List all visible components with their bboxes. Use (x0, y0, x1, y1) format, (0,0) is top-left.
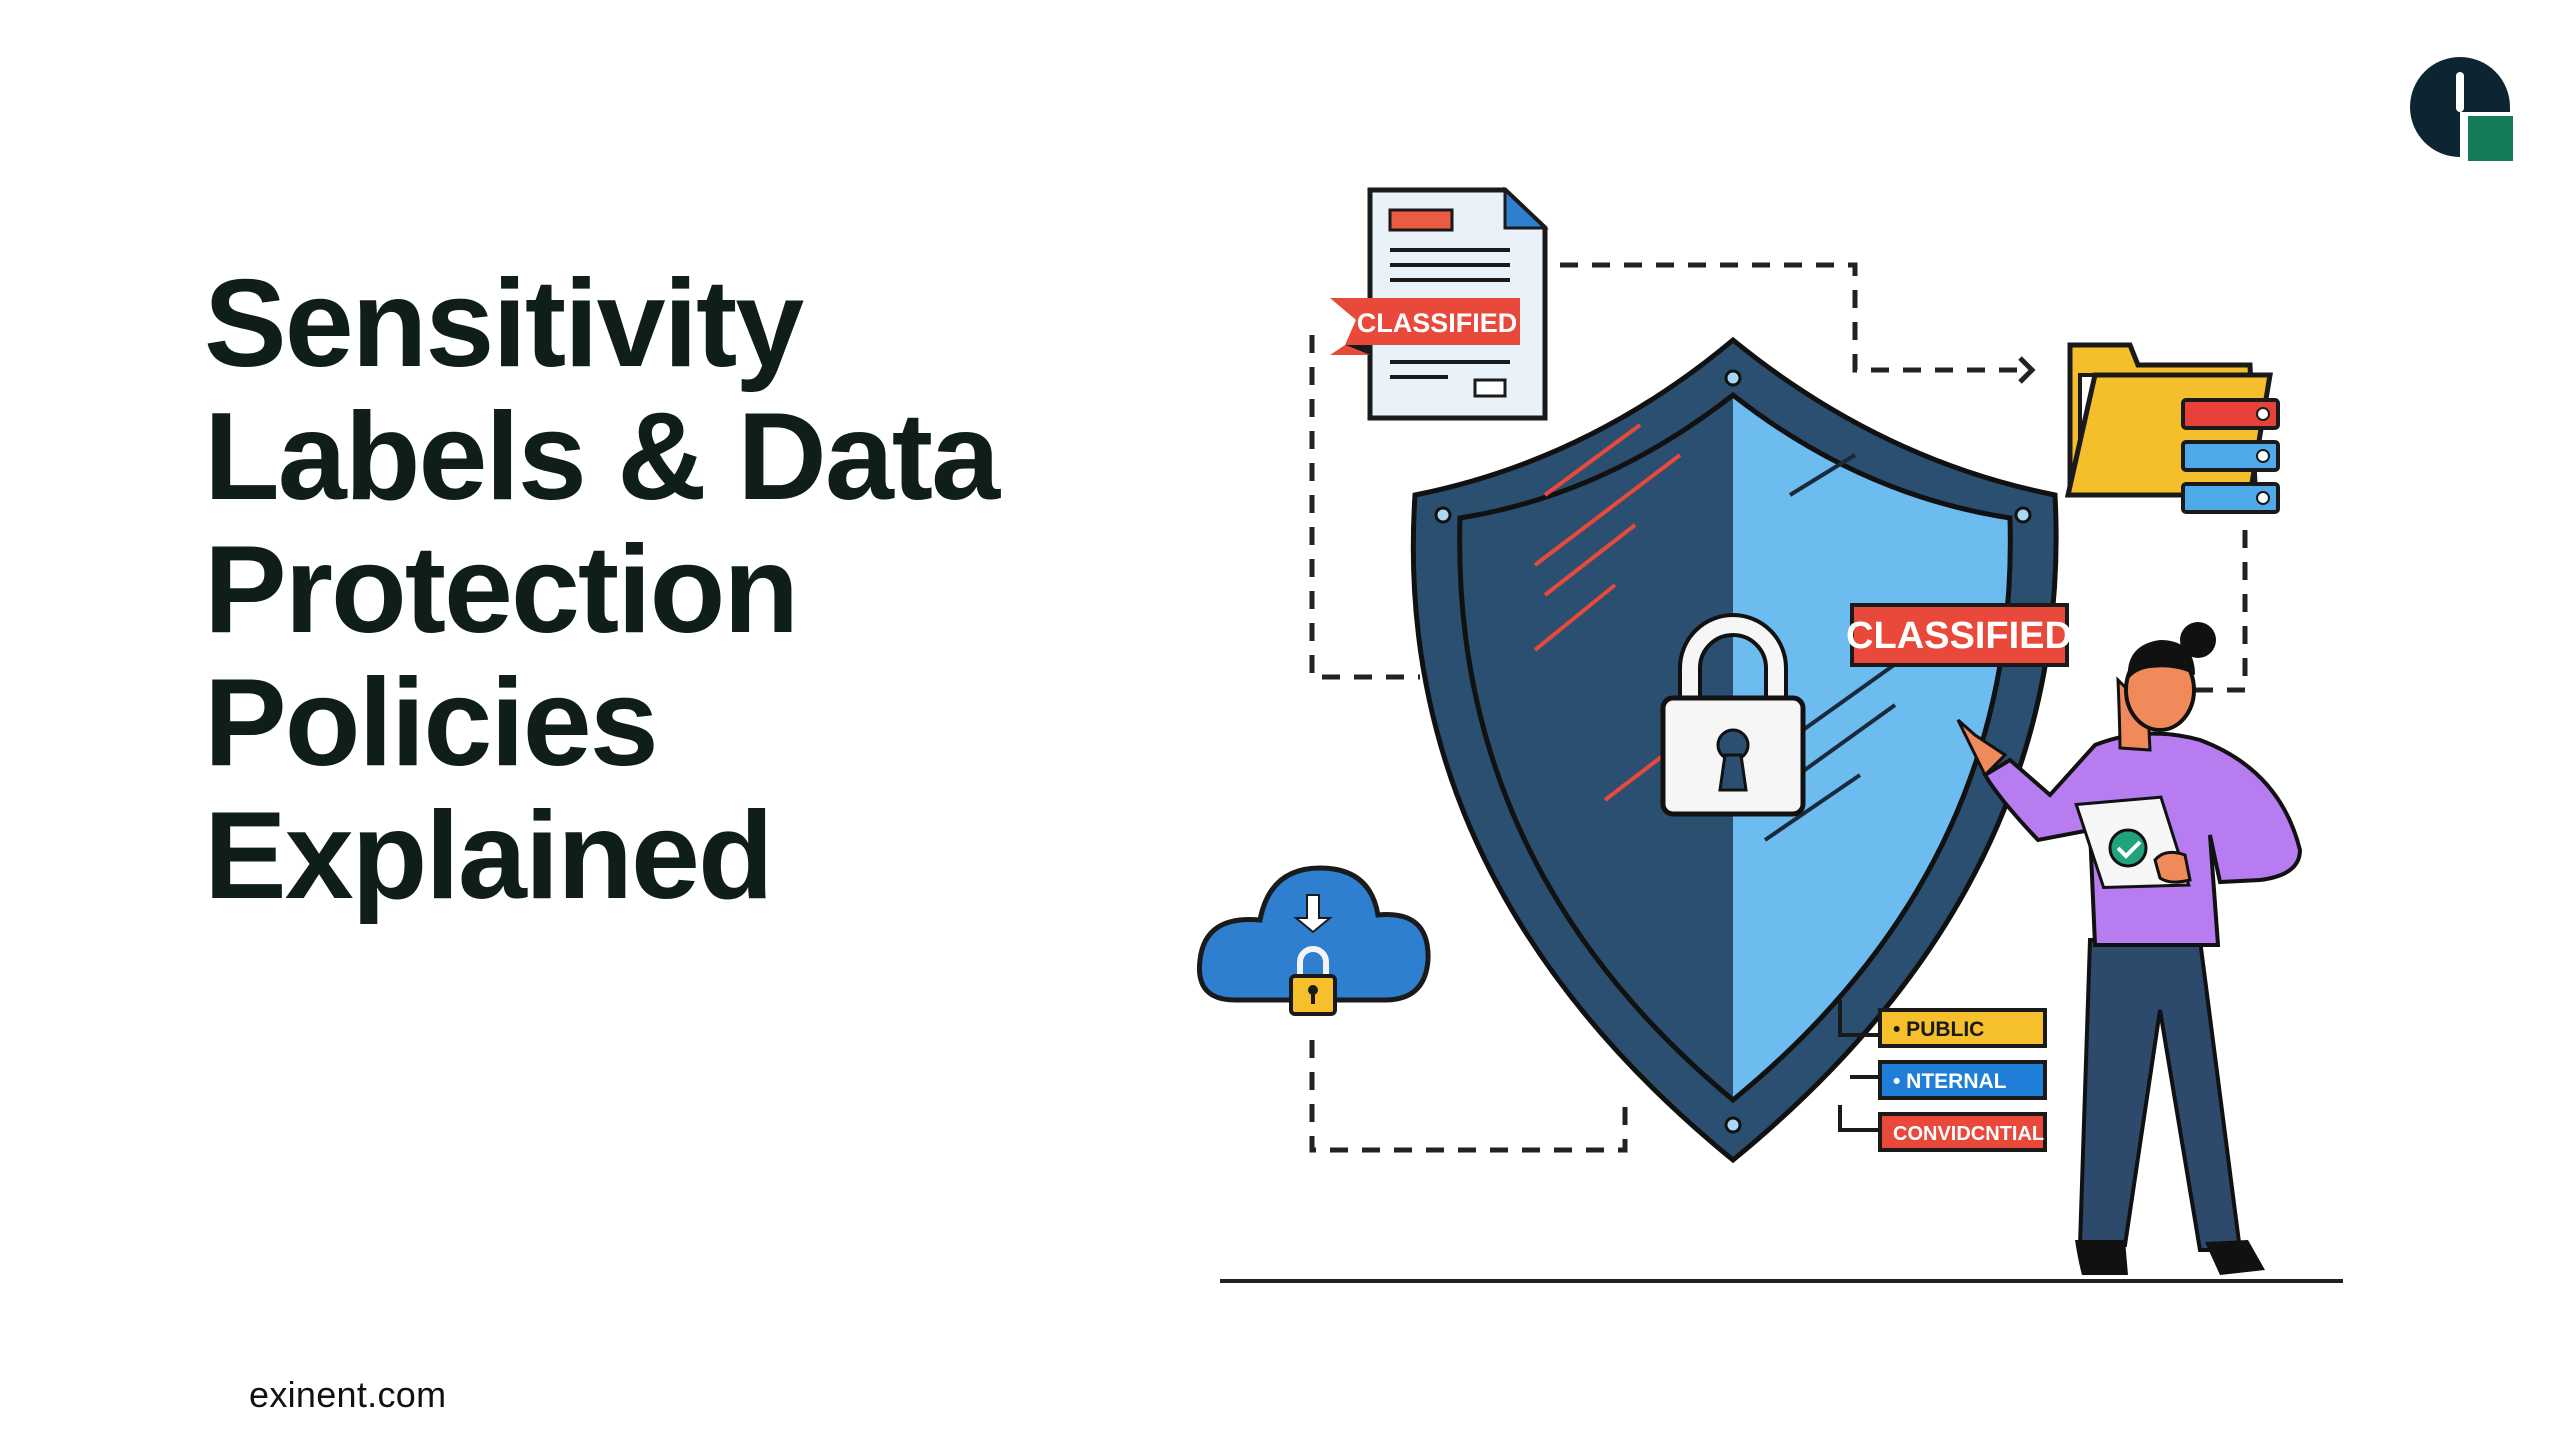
tag-internal (1878, 1060, 2047, 1100)
classified-sign: CLASSIFIED (1846, 603, 2072, 667)
person-figure (1956, 622, 2303, 1275)
document-classified-badge: CLASSIFIED (1357, 308, 1518, 338)
svg-text:• NTERNAL: • NTERNAL (1893, 1070, 2007, 1093)
title-line-5: Explained (204, 787, 774, 925)
classification-tags: • PUBLIC • NTERNAL CONVIDCNTIAL (1838, 1000, 2047, 1152)
title-line-4: Policies (204, 654, 659, 792)
svg-text:CLASSIFIED: CLASSIFIED (1846, 615, 2072, 657)
tag-confidential (1878, 1112, 2047, 1152)
folder-icon (2064, 342, 2280, 514)
cloud-lock-icon (1196, 865, 1431, 1016)
title-line-2: Labels & Data (204, 388, 1000, 526)
document-icon: CLASSIFIED (1330, 186, 1549, 421)
svg-text:CONVIDCNTIAL: CONVIDCNTIAL (1893, 1123, 2044, 1145)
title-line-3: Protection (204, 521, 799, 659)
tag-public (1878, 1008, 2047, 1048)
title-line-1: Sensitivity (204, 255, 804, 393)
svg-text:• PUBLIC: • PUBLIC (1893, 1018, 1984, 1041)
checkmark-icon (2108, 828, 2148, 868)
padlock-icon (1660, 613, 1806, 817)
exinent-logo (2410, 57, 2513, 161)
page-title: Sensitivity Labels & Data Protection Pol… (204, 255, 1000, 925)
footer-site-link[interactable]: exinent.com (249, 1374, 447, 1415)
